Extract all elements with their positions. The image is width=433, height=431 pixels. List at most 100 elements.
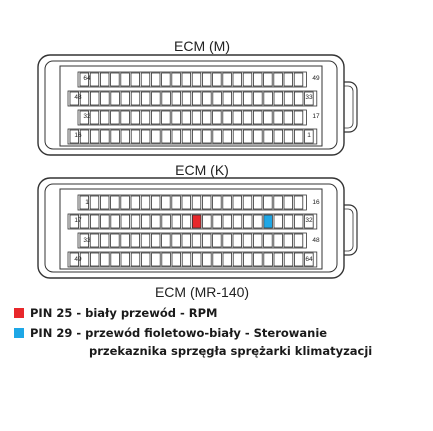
k-pin-cell bbox=[242, 252, 253, 267]
m-pin-cell bbox=[242, 129, 253, 144]
k-pin-cell bbox=[151, 252, 161, 267]
m-pin-cell bbox=[242, 72, 253, 87]
k-pin-cell bbox=[171, 233, 181, 248]
m-pin-cell bbox=[283, 110, 294, 125]
k-pin-cell bbox=[140, 233, 151, 248]
m-pin-cell bbox=[130, 91, 141, 106]
k-pin-cell bbox=[100, 252, 110, 267]
k-pin-cell bbox=[252, 233, 263, 248]
k-pin-cell bbox=[120, 252, 131, 267]
k-pin-cell bbox=[171, 252, 182, 267]
ecm-connector-diagram: ECM (M) ECM (K) ECM (MR-140) 64 49 48 33… bbox=[37, 38, 358, 300]
m-pin-cell bbox=[263, 72, 273, 87]
k-pin-cell bbox=[171, 195, 181, 210]
m-pin-cell bbox=[201, 110, 212, 125]
k-pin-cell bbox=[222, 252, 233, 267]
k-pin-cell bbox=[110, 214, 120, 229]
m-pin-cell bbox=[69, 91, 80, 106]
m-pin-cell bbox=[79, 110, 90, 125]
k-pin-cell bbox=[263, 195, 273, 210]
k-pin-cell bbox=[232, 233, 243, 248]
m-pin-cell bbox=[232, 110, 243, 125]
k-pin-cell bbox=[100, 233, 110, 248]
m-pin-cell bbox=[171, 129, 182, 144]
connector-ecm-m: 64 49 48 33 32 17 16 1 bbox=[37, 54, 358, 156]
m-pin-cell bbox=[263, 110, 273, 125]
legend-pin29: PIN 29 - przewód fioletowo-biały - Stero… bbox=[14, 326, 327, 340]
k-pin-cell bbox=[120, 233, 130, 248]
m-pin-cell bbox=[181, 91, 192, 106]
k-pin-cell bbox=[212, 252, 222, 267]
m-pin-cell bbox=[212, 110, 222, 125]
m-pin-cell bbox=[181, 129, 192, 144]
m-pin-48: 48 bbox=[74, 94, 82, 101]
k-pin-cell bbox=[130, 214, 141, 229]
m-pin-cell bbox=[232, 129, 243, 144]
m-pin-cell bbox=[151, 91, 161, 106]
k-pin-cell bbox=[181, 252, 192, 267]
k-pin-cell bbox=[202, 252, 212, 267]
k-pin-cell bbox=[89, 233, 100, 248]
k-pin-cell bbox=[150, 233, 161, 248]
ecm-k-title: ECM (K) bbox=[175, 162, 229, 178]
k-pin-cell bbox=[100, 214, 110, 229]
m-pin-cell bbox=[263, 91, 273, 106]
k-pin-cell bbox=[253, 252, 263, 267]
legend-pin29-text: PIN 29 - przewód fioletowo-biały - Stero… bbox=[30, 326, 328, 340]
m-pin-cell bbox=[89, 72, 100, 87]
k-pin-cell bbox=[202, 214, 212, 229]
m-pin-cell bbox=[252, 110, 263, 125]
m-pin-cell bbox=[171, 91, 182, 106]
m-pin-cell bbox=[191, 110, 202, 125]
k-pin-cell bbox=[253, 214, 263, 229]
k-pin-cell bbox=[161, 214, 171, 229]
k-pin-cell bbox=[130, 195, 141, 210]
m-pin-cell bbox=[130, 129, 141, 144]
m-pin-cell bbox=[212, 72, 222, 87]
m-pin-cell bbox=[242, 91, 253, 106]
k-pin-cell bbox=[90, 214, 100, 229]
legend-pin25-text: PIN 25 - biały przewód - RPM bbox=[30, 306, 218, 320]
m-pin-cell bbox=[79, 72, 90, 87]
k-pin-cell bbox=[263, 252, 273, 267]
m-pin-cell bbox=[222, 72, 232, 87]
k-pin-cell bbox=[191, 233, 202, 248]
k-pin-cell bbox=[161, 233, 171, 248]
k-pin-cell bbox=[161, 252, 171, 267]
connector-ecm-k: 1 16 17 32 33 48 49 64 bbox=[37, 177, 358, 279]
k-pin-cell bbox=[110, 233, 120, 248]
m-pin-cell bbox=[273, 110, 283, 125]
m-pin-cell bbox=[171, 72, 181, 87]
m-pin-cell bbox=[191, 72, 202, 87]
m-pin-cell bbox=[90, 91, 100, 106]
k-pin-cell bbox=[130, 233, 141, 248]
k-pin-cell bbox=[161, 195, 171, 210]
m-pin-cell bbox=[130, 72, 141, 87]
red-swatch bbox=[14, 308, 24, 318]
m-pin-17: 17 bbox=[312, 113, 320, 120]
m-pin-cell bbox=[150, 72, 161, 87]
k-pin-cell bbox=[181, 195, 192, 210]
m-pin-cell bbox=[120, 72, 130, 87]
k-pin-cell bbox=[79, 233, 90, 248]
m-row-frame bbox=[67, 128, 318, 145]
m-pin-cell bbox=[293, 129, 304, 144]
m-pin-cell bbox=[150, 110, 161, 125]
k-pin-49: 49 bbox=[74, 256, 82, 263]
m-pin-cell bbox=[120, 110, 130, 125]
m-pin-cell bbox=[181, 110, 192, 125]
m-pin-cell bbox=[110, 91, 120, 106]
m-pin-cell bbox=[110, 129, 120, 144]
m-pin-cell bbox=[283, 129, 294, 144]
k-pin-cell bbox=[283, 195, 294, 210]
k-pin-cell bbox=[110, 252, 120, 267]
k-pin-cell bbox=[304, 214, 314, 229]
k-pin-cell bbox=[89, 195, 100, 210]
k-pin-cell bbox=[293, 252, 304, 267]
m-pin-cell bbox=[110, 72, 120, 87]
k-pin-cell bbox=[201, 233, 212, 248]
m-pin-cell bbox=[171, 110, 181, 125]
k-pin-cell bbox=[100, 195, 110, 210]
m-pin-1: 1 bbox=[307, 132, 311, 139]
m-row-frame bbox=[77, 109, 307, 126]
